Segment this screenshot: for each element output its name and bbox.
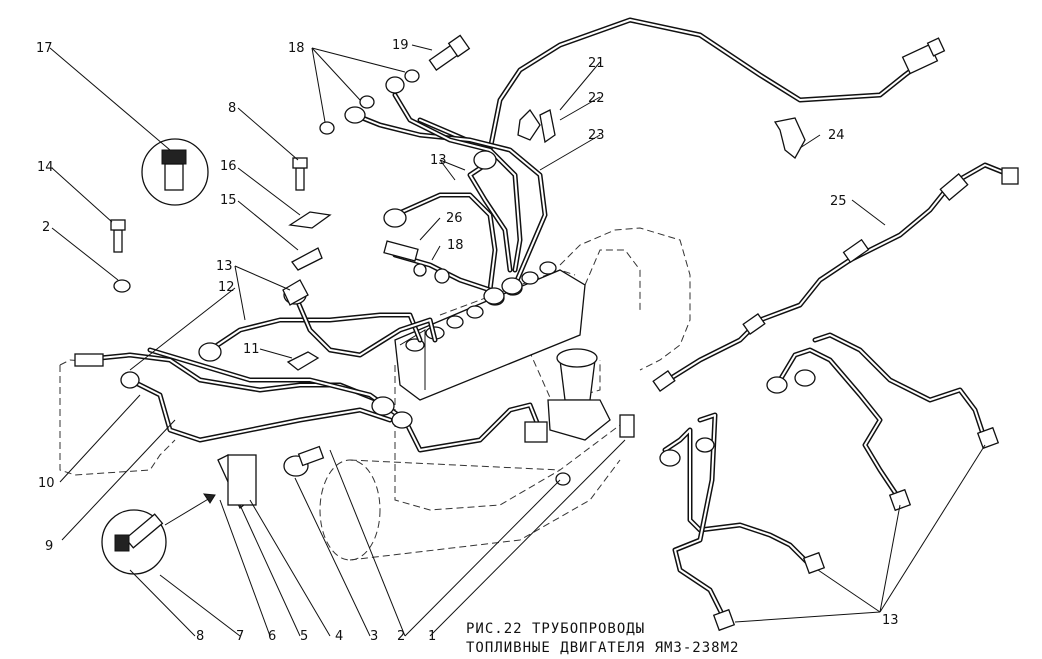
figure-caption: РИС.22 ТРУБОПРОВОДЫ ТОПЛИВНЫЕ ДВИГАТЕЛЯ …	[466, 621, 739, 656]
callout-16: 16	[220, 159, 237, 174]
callout-8-top: 8	[228, 101, 236, 116]
callout-3: 3	[370, 629, 378, 644]
callout-23: 23	[588, 128, 605, 143]
callout-13-left: 13	[216, 259, 233, 274]
callout-18-mid: 18	[447, 238, 464, 253]
callout-9: 9	[45, 539, 53, 554]
callout-15: 15	[220, 193, 237, 208]
callout-25: 25	[830, 194, 847, 209]
callout-1: 1	[428, 629, 436, 644]
callout-8-bottom: 8	[196, 629, 204, 644]
callout-5: 5	[300, 629, 308, 644]
fuel-pipes	[77, 17, 1013, 623]
callout-6: 6	[268, 629, 276, 644]
callout-13-right: 13	[882, 613, 899, 628]
callout-7: 7	[236, 629, 244, 644]
caption-line-2: ТОПЛИВНЫЕ ДВИГАТЕЛЯ ЯМЗ-238М2	[466, 640, 739, 656]
callout-18-top: 18	[288, 41, 305, 56]
callout-21: 21	[588, 56, 605, 71]
callout-10: 10	[38, 476, 55, 491]
callout-11: 11	[243, 342, 260, 357]
callout-13-center: 13	[430, 153, 447, 168]
small-parts	[101, 34, 806, 575]
callout-22: 22	[588, 91, 605, 106]
callout-17: 17	[36, 41, 53, 56]
callout-numbers: 17 18 19 14 8 16 15 2 13 12 11 10 9 13 2…	[36, 38, 899, 644]
engine-block-outline	[59, 227, 691, 561]
callout-19: 19	[392, 38, 409, 53]
callout-4: 4	[335, 629, 343, 644]
callout-24: 24	[828, 128, 845, 143]
callout-14: 14	[37, 160, 54, 175]
leader-lines	[49, 44, 986, 637]
callout-12: 12	[218, 280, 235, 295]
callout-26: 26	[446, 211, 463, 226]
caption-line-1: РИС.22 ТРУБОПРОВОДЫ	[466, 621, 645, 637]
callout-2-bottom: 2	[397, 629, 405, 644]
callout-2-left: 2	[42, 220, 50, 235]
